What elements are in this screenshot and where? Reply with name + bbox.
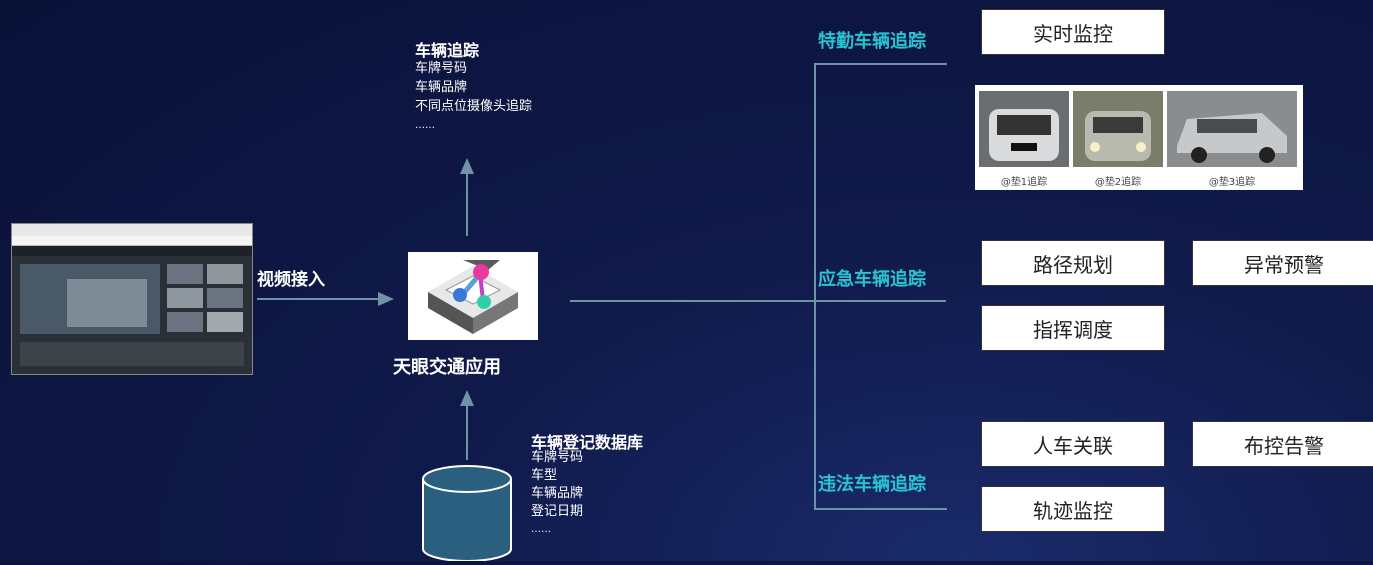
car-caption-1: @垫1追踪 [1000, 177, 1048, 188]
main-connector-line [570, 300, 946, 302]
box-anomaly-alert: 异常预警 [1192, 240, 1373, 286]
tracking-arrow-line [466, 172, 468, 236]
tianyan-logo [408, 252, 538, 340]
category-violation: 违法车辆追踪 [818, 474, 926, 495]
category-emergency: 应急车辆追踪 [818, 269, 926, 290]
database-arrow-head [460, 390, 474, 406]
tracking-item: 车牌号码 [415, 61, 468, 76]
car-caption-2: @垫2追踪 [1094, 177, 1142, 188]
tracking-title: 车辆追踪 [415, 41, 480, 60]
car-photo-3 [1167, 91, 1297, 167]
box-command-dispatch: 指挥调度 [981, 305, 1165, 351]
box-deploy-alarm: 布控告警 [1192, 421, 1373, 467]
database-item: 车牌号码 [531, 450, 584, 465]
car-caption-3: @垫3追踪 [1208, 177, 1256, 188]
video-arrow-line [257, 298, 381, 300]
video-arrow-head [378, 292, 394, 306]
database-item: 登记日期 [531, 504, 584, 519]
tracking-item: …… [415, 120, 435, 131]
car-photo-2 [1073, 91, 1163, 167]
app-name-label: 天眼交通应用 [393, 357, 501, 378]
special-branch-line [814, 63, 947, 65]
tracking-item: 不同点位摄像头追踪 [415, 99, 533, 114]
violation-branch-line [814, 508, 947, 510]
category-special: 特勤车辆追踪 [818, 31, 926, 52]
car-photo-strip: @垫1追踪 @垫2追踪 @垫3追踪 [975, 85, 1303, 190]
tracking-item: 车辆品牌 [415, 80, 468, 95]
database-item: …… [531, 524, 551, 535]
tracking-arrow-head [460, 158, 474, 174]
database-title: 车辆登记数据库 [531, 433, 644, 452]
box-trajectory-monitoring: 轨迹监控 [981, 486, 1165, 532]
database-item: 车辆品牌 [531, 486, 584, 501]
database-items: 车牌号码 车型 车辆品牌 登记日期 …… [531, 449, 583, 539]
box-route-planning: 路径规划 [981, 240, 1165, 286]
box-realtime-monitoring: 实时监控 [981, 9, 1165, 55]
box-person-car-association: 人车关联 [981, 421, 1165, 467]
tree-trunk-line [814, 63, 816, 510]
database-cylinder-icon [421, 463, 513, 562]
video-screenshot-thumbnail [11, 223, 253, 375]
video-input-label: 视频接入 [257, 270, 325, 290]
database-item: 车型 [531, 468, 558, 483]
database-arrow-line [466, 404, 468, 460]
tracking-items: 车牌号码 车辆品牌 不同点位摄像头追踪 …… [415, 59, 532, 135]
car-photo-1 [979, 91, 1069, 167]
